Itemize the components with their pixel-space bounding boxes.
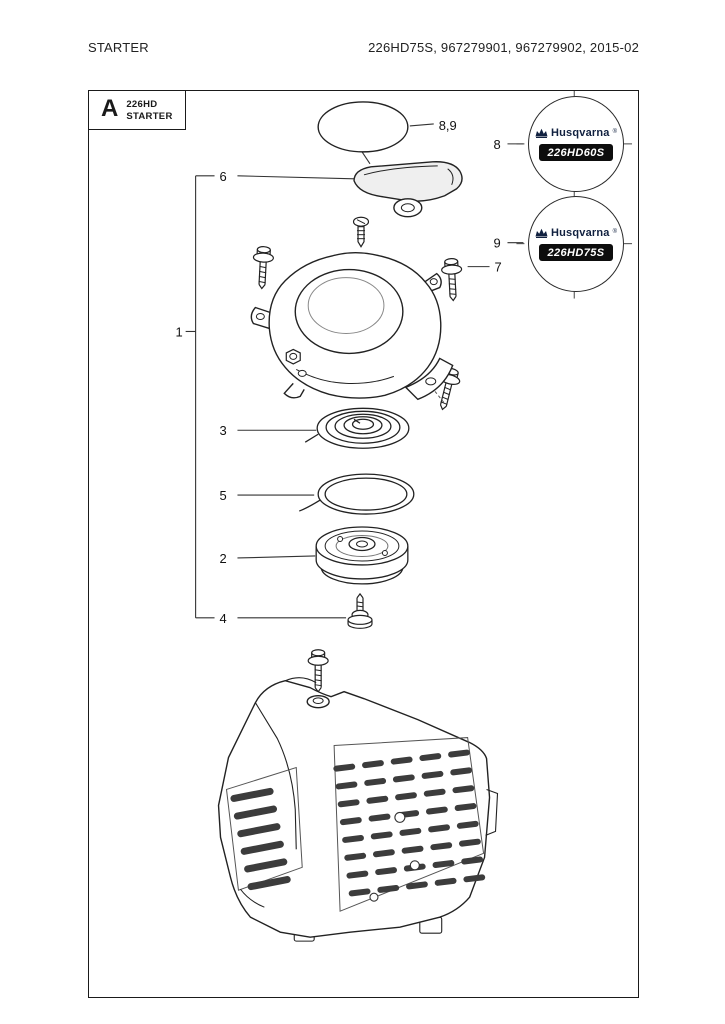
mounting-bolt-right-upper xyxy=(440,257,464,302)
callout-7: 7 xyxy=(495,260,502,275)
model-badge-226hd75s: 226HD75S xyxy=(539,244,613,261)
callout-3: 3 xyxy=(220,423,227,438)
callout-8-9: 8,9 xyxy=(439,118,457,133)
callout-1: 1 xyxy=(175,324,182,339)
callout-4: 4 xyxy=(220,611,227,626)
section-model: 226HD xyxy=(126,99,158,110)
decal-226hd60s: Husqvarna ® 226HD60S xyxy=(528,96,624,192)
decal-226hd75s: Husqvarna ® 226HD75S xyxy=(528,196,624,292)
brand-name: Husqvarna xyxy=(550,127,610,139)
exploded-view-diagram: 1 6 3 5 2 4 8,9 7 8 9 xyxy=(175,91,633,942)
callout-9: 9 xyxy=(494,236,501,251)
section-letter: A xyxy=(101,95,119,122)
callout-2: 2 xyxy=(220,551,227,566)
husqvarna-crown-icon xyxy=(535,228,548,238)
recoil-spring xyxy=(304,407,410,449)
starter-cover-assembly xyxy=(217,677,499,942)
header-section-title: STARTER xyxy=(88,40,149,55)
header-model-codes: 226HD75S, 967279901, 967279902, 2015-02 xyxy=(368,40,639,55)
section-title: STARTER xyxy=(126,111,173,123)
section-tag: A 226HD STARTER xyxy=(89,91,186,130)
housing-nut xyxy=(285,348,301,365)
husqvarna-logo: Husqvarna ® xyxy=(535,127,617,139)
document-header: STARTER 226HD75S, 967279901, 967279902, … xyxy=(88,40,639,55)
pulley-screw xyxy=(347,592,373,629)
registered-mark: ® xyxy=(612,129,618,135)
leader-lines xyxy=(185,123,524,619)
starter-ring xyxy=(299,473,415,515)
cover-bolt xyxy=(307,649,329,693)
cover-bosses xyxy=(369,811,420,902)
registered-mark: ® xyxy=(612,229,618,235)
husqvarna-logo: Husqvarna ® xyxy=(535,227,617,239)
handle-screw xyxy=(352,216,370,248)
section-text: 226HD STARTER xyxy=(126,97,172,124)
callout-5: 5 xyxy=(220,488,227,503)
starter-pulley xyxy=(315,526,409,585)
callout-8: 8 xyxy=(494,137,501,152)
starter-handle xyxy=(353,161,463,218)
husqvarna-crown-icon xyxy=(535,128,548,138)
callout-6: 6 xyxy=(220,169,227,184)
mounting-bolt-left xyxy=(251,245,275,290)
callout-numbers: 1 6 3 5 2 4 8,9 7 8 9 xyxy=(175,118,501,626)
decal-placement-oval xyxy=(317,101,409,153)
starter-housing xyxy=(250,251,454,401)
brand-name: Husqvarna xyxy=(550,227,610,239)
diagram-frame: A 226HD STARTER xyxy=(88,90,639,998)
model-badge-226hd60s: 226HD60S xyxy=(539,144,613,161)
